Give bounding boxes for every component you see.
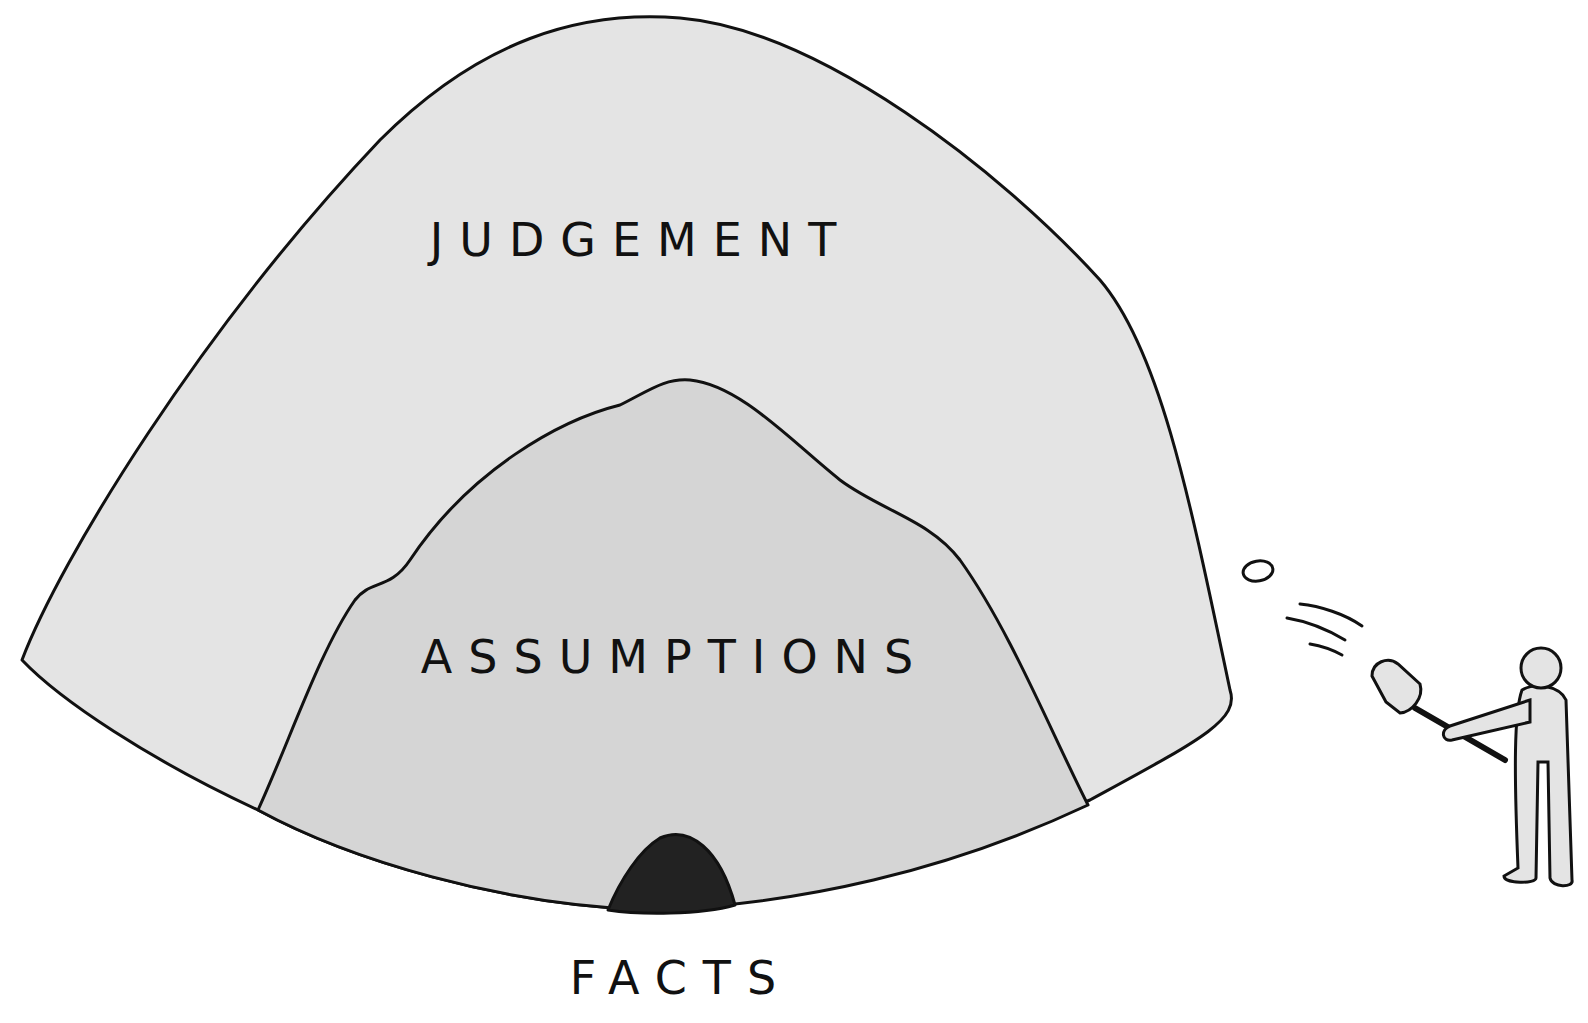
- facts-core: FACTS: [600, 828, 740, 1008]
- person-head: [1521, 648, 1561, 688]
- motion-line: [1287, 618, 1345, 640]
- judgement-region: JUDGEMENTASSUMPTIONSFACTS: [20, 14, 1236, 914]
- person-arm: [1443, 700, 1530, 740]
- region-label: FACTS: [554, 955, 792, 1001]
- region-label: JUDGEMENT: [414, 217, 853, 263]
- thrown-clod: [1241, 559, 1274, 584]
- motion-line: [1310, 644, 1342, 655]
- region-label: ASSUMPTIONS: [405, 634, 929, 680]
- shovel-blade: [1372, 660, 1421, 713]
- assumptions-region: ASSUMPTIONSFACTS: [255, 380, 1090, 920]
